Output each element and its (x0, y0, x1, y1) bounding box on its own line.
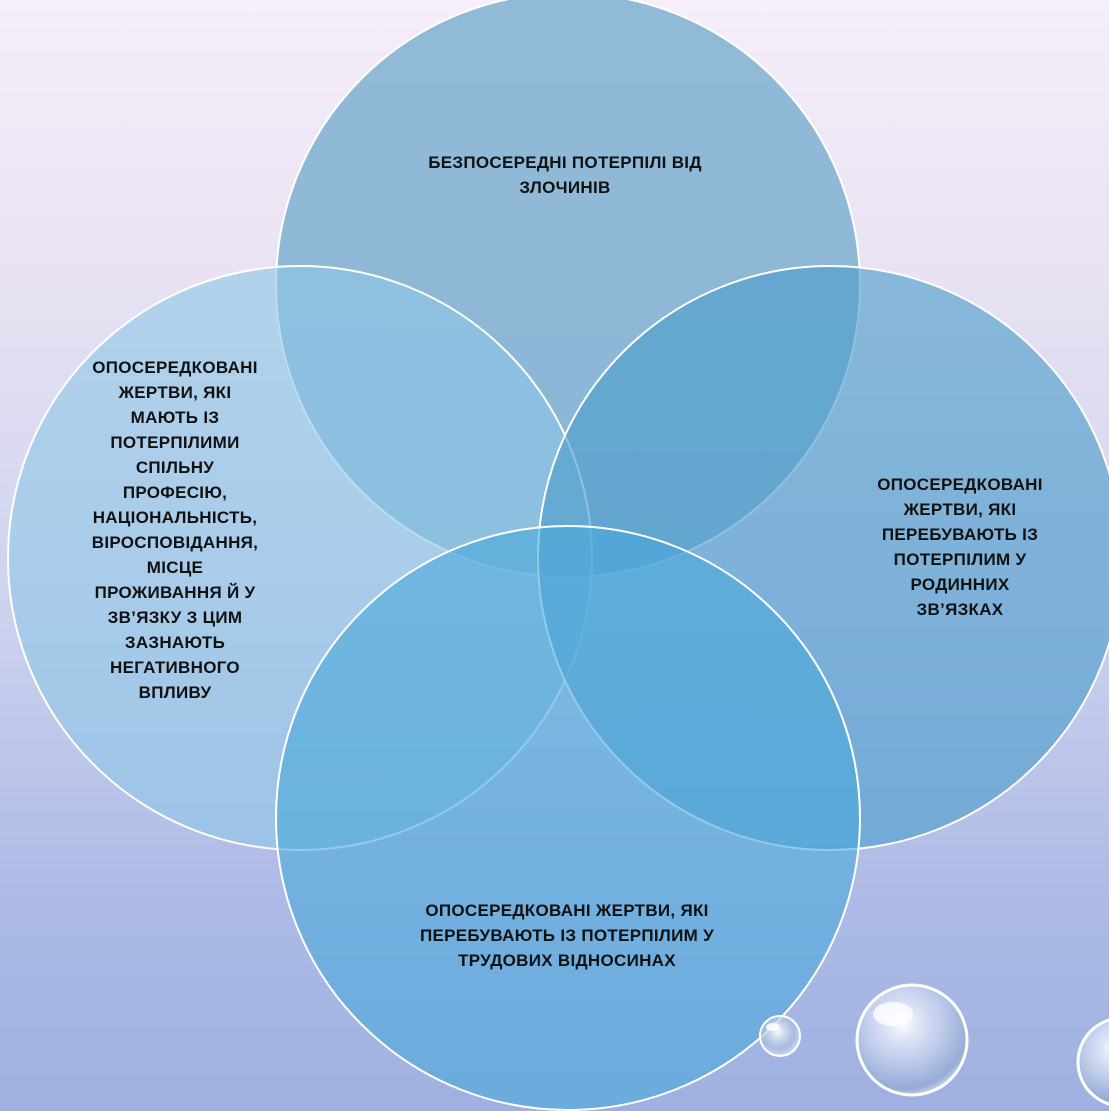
circle-bottom (275, 525, 861, 1111)
label-indirect-victims-family-ties: ОПОСЕРЕДКОВАНІ ЖЕРТВИ, ЯКІ ПЕРЕБУВАЮТЬ І… (877, 475, 1043, 619)
label-direct-victims: БЕЗПОСЕРЕДНІ ПОТЕРПІЛІ ВІД ЗЛОЧИНІВ (428, 153, 702, 197)
label-indirect-victims-labor-relations: ОПОСЕРЕДКОВАНІ ЖЕРТВИ, ЯКІ ПЕРЕБУВАЮТЬ І… (420, 901, 714, 970)
droplet-edge-icon (1076, 1018, 1109, 1106)
droplet-large-icon (855, 983, 969, 1097)
water-droplet-decorations (759, 983, 1109, 1106)
label-indirect-victims-common-traits: ОПОСЕРЕДКОВАНІ ЖЕРТВИ, ЯКІ МАЮТЬ ІЗ ПОТЕ… (91, 358, 259, 702)
droplet-small-icon (759, 1015, 801, 1057)
